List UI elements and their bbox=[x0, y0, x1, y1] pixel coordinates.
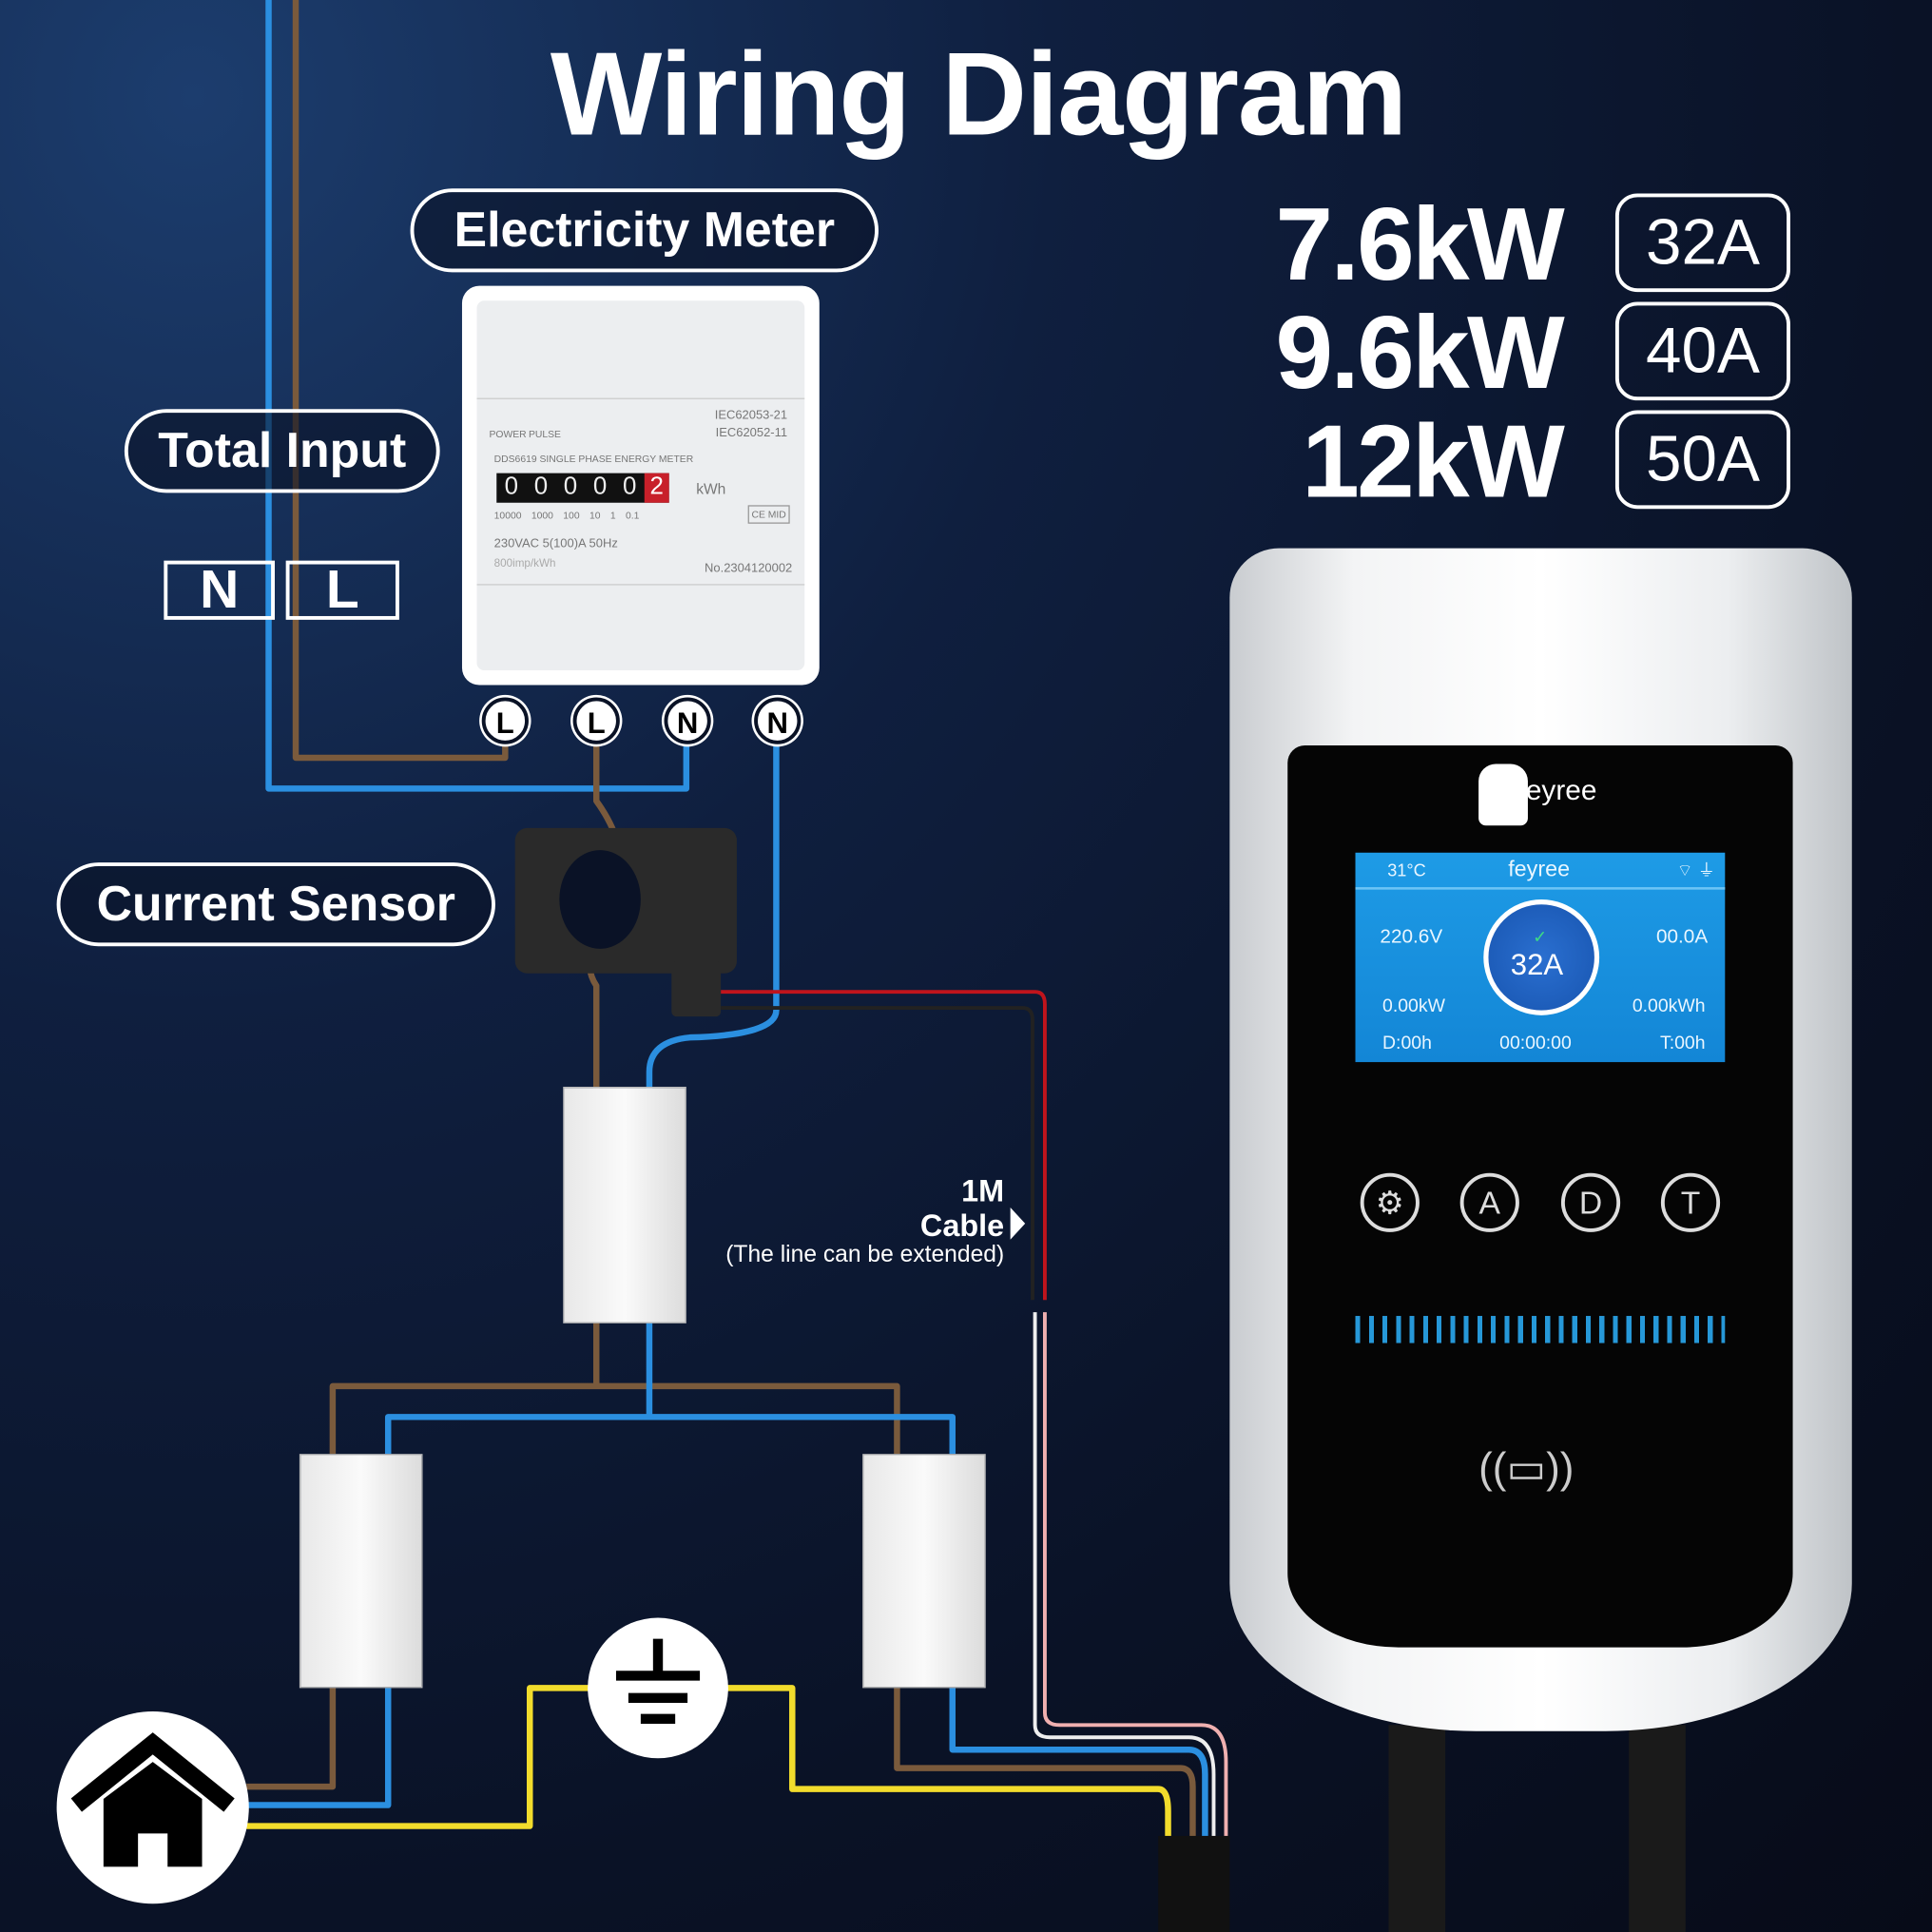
sensor-black-wire bbox=[721, 1006, 1034, 1301]
charger-cable-sheath bbox=[1158, 1835, 1230, 1932]
current-sensor-label: Current Sensor bbox=[56, 862, 495, 947]
meter-standard-2: IEC62052-11 bbox=[715, 426, 788, 440]
cable-note: (The line can be extended) bbox=[725, 1242, 1005, 1268]
digit: 0 bbox=[504, 473, 519, 501]
page-title: Wiring Diagram bbox=[550, 28, 1407, 161]
current-spec-1: 32A bbox=[1614, 193, 1790, 293]
lcd-current: 00.0A bbox=[1655, 926, 1709, 948]
terminal-n2: N bbox=[754, 697, 802, 744]
digit: 0 bbox=[533, 473, 549, 501]
current-spec-2: 40A bbox=[1614, 301, 1790, 401]
extension-white-wire bbox=[1033, 1312, 1216, 1848]
multiplier: 1000 bbox=[531, 510, 553, 522]
digit: 0 bbox=[563, 473, 578, 501]
lcd-timer: 00:00:00 bbox=[1499, 1032, 1572, 1054]
earth-yellow bbox=[246, 1685, 1171, 1848]
a-button[interactable]: A bbox=[1459, 1172, 1519, 1232]
charger-brown bbox=[894, 1688, 1196, 1848]
charger-breaker bbox=[862, 1454, 986, 1689]
main-breaker-blue bbox=[384, 1322, 956, 1455]
power-spec-3: 12kW bbox=[1302, 402, 1565, 519]
status-light-bar bbox=[1355, 1316, 1726, 1343]
ce-mid-mark: CE MID bbox=[747, 505, 790, 524]
multiplier: 10 bbox=[589, 510, 601, 522]
terminal-l1: L bbox=[481, 697, 529, 744]
digit: 0 bbox=[592, 473, 608, 501]
settings-button[interactable]: ⚙ bbox=[1360, 1172, 1420, 1232]
neutral-label: N bbox=[164, 560, 275, 620]
pulse-led-label: PULSE bbox=[528, 428, 561, 440]
lcd-delay: D:00h bbox=[1382, 1032, 1432, 1054]
power-spec-2: 9.6kW bbox=[1275, 294, 1565, 411]
wifi-ground-icon: ⌔ ⏚ bbox=[1676, 860, 1715, 880]
input-neutral-wire bbox=[265, 0, 690, 792]
meter-rating: 230VAC 5(100)A 50Hz bbox=[493, 537, 618, 551]
arrow-right-icon bbox=[1010, 1208, 1026, 1240]
lcd-time: T:00h bbox=[1659, 1032, 1706, 1054]
terminal-l2: L bbox=[572, 697, 620, 744]
electricity-meter-label: Electricity Meter bbox=[410, 188, 879, 273]
set-current-dial bbox=[1483, 899, 1600, 1015]
meter-multipliers: 10000 1000 100 10 1 0.1 bbox=[494, 511, 640, 522]
total-input-label: Total Input bbox=[124, 409, 440, 493]
lcd-energy: 0.00kWh bbox=[1632, 995, 1706, 1017]
cable-length: 1M bbox=[961, 1174, 1005, 1209]
lcd-temperature: 31°C bbox=[1387, 860, 1426, 880]
lcd-voltage: 220.6V bbox=[1380, 926, 1443, 948]
meter-model: DDS6619 SINGLE PHASE ENERGY METER bbox=[493, 453, 694, 465]
terminal-n1: N bbox=[664, 697, 711, 744]
shield-check-icon: ✓ bbox=[1533, 926, 1548, 947]
multiplier: 10000 bbox=[493, 510, 522, 522]
house-brown bbox=[246, 1688, 337, 1790]
input-live-wire bbox=[292, 0, 509, 762]
d-button[interactable]: D bbox=[1560, 1172, 1621, 1232]
extension-pink-wire bbox=[1042, 1312, 1228, 1848]
digit: 0 bbox=[623, 473, 637, 501]
main-breaker-brown bbox=[329, 1322, 900, 1455]
sensor-red-wire bbox=[721, 990, 1047, 1301]
meter-standard-1: IEC62053-21 bbox=[714, 409, 788, 423]
ground-icon bbox=[588, 1617, 728, 1759]
divider bbox=[1355, 887, 1726, 890]
house-icon bbox=[56, 1711, 249, 1904]
house-breaker bbox=[299, 1454, 423, 1689]
cable-annotation: 1M Cable (The line can be extended) bbox=[690, 1174, 1004, 1269]
lcd-brand: feyree bbox=[1508, 856, 1571, 881]
multiplier: 1 bbox=[609, 510, 616, 522]
lcd-power: 0.00kW bbox=[1382, 995, 1445, 1017]
multiplier: 0.1 bbox=[626, 510, 640, 522]
t-button[interactable]: T bbox=[1660, 1172, 1721, 1232]
bear-logo-icon bbox=[1478, 763, 1528, 826]
current-spec-3: 50A bbox=[1614, 410, 1790, 510]
digit-decimal: 2 bbox=[644, 473, 669, 503]
meter-serial: No.2304120002 bbox=[705, 561, 793, 576]
house-blue bbox=[246, 1688, 392, 1808]
current-sensor bbox=[514, 827, 737, 1017]
meter-neutral-out-wire bbox=[646, 736, 780, 1091]
meter-counter: 0 0 0 0 0 2 bbox=[496, 473, 669, 503]
power-spec-1: 7.6kW bbox=[1275, 185, 1565, 302]
rfid-card-icon[interactable]: ((▭)) bbox=[1478, 1445, 1575, 1493]
multiplier: 100 bbox=[563, 510, 580, 522]
main-breaker bbox=[563, 1087, 686, 1323]
meter-impulse: 800imp/kWh bbox=[493, 556, 556, 570]
meter-top-terminals bbox=[476, 300, 805, 399]
lcd-display: 31°C feyree ⌔ ⏚ 220.6V 00.0A ✓ 32A 0.00k… bbox=[1355, 852, 1726, 1063]
brand-logo: feyree bbox=[1517, 773, 1597, 806]
meter-bottom-terminals bbox=[476, 584, 805, 670]
live-label: L bbox=[285, 560, 399, 620]
power-led-label: POWER bbox=[489, 428, 527, 440]
lcd-set-current: 32A bbox=[1510, 948, 1564, 982]
charger-blue bbox=[949, 1688, 1208, 1848]
electricity-meter: POWER PULSE IEC62053-21 IEC62052-11 DDS6… bbox=[461, 285, 820, 686]
meter-unit: kWh bbox=[696, 480, 726, 498]
cable-name: Cable bbox=[919, 1208, 1005, 1244]
